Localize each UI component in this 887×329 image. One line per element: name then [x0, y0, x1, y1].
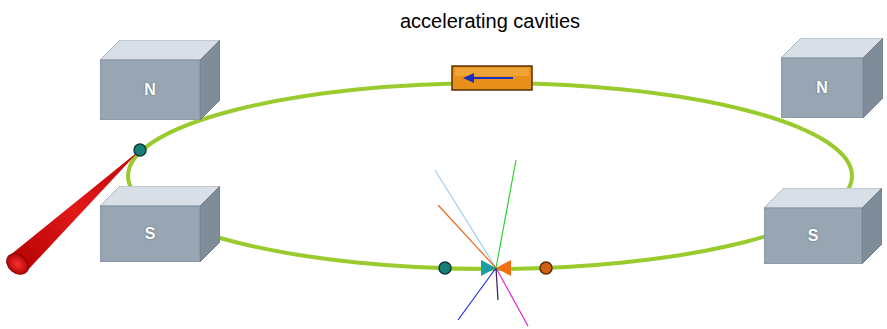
bunch-arrow [496, 260, 511, 276]
pole-label: S [100, 206, 200, 262]
particle-dot [540, 262, 552, 274]
magnet-front [764, 208, 862, 264]
storage-ring [128, 83, 852, 269]
magnet-block: S [764, 188, 882, 264]
magnet-front [100, 60, 200, 120]
magnet-top [764, 188, 882, 208]
magnet-shape [100, 186, 220, 262]
magnet-block: N [781, 38, 883, 118]
magnet-shape [781, 38, 883, 118]
bunch-arrow [481, 260, 496, 276]
magnet-side [863, 38, 883, 118]
pole-label: N [781, 58, 863, 118]
magnet-block: S [100, 186, 220, 262]
magnet-front [100, 206, 200, 262]
magnet-side [200, 186, 220, 262]
part-label: accelerating cavities [400, 10, 580, 33]
particle-dot [439, 262, 451, 274]
magnet-shape [100, 40, 220, 120]
pole-label: S [764, 208, 862, 264]
pole-label: N [100, 60, 200, 120]
magnet-side [862, 188, 882, 264]
collision-tracks [435, 160, 528, 326]
magnet-shape [764, 188, 882, 264]
accelerating-cavity [452, 66, 532, 90]
magnet-front [781, 58, 863, 118]
magnet-block: N [100, 40, 220, 120]
magnet-side [200, 40, 220, 120]
magnet-top [100, 186, 220, 206]
particle-dot [134, 144, 146, 156]
magnet-top [100, 40, 220, 60]
